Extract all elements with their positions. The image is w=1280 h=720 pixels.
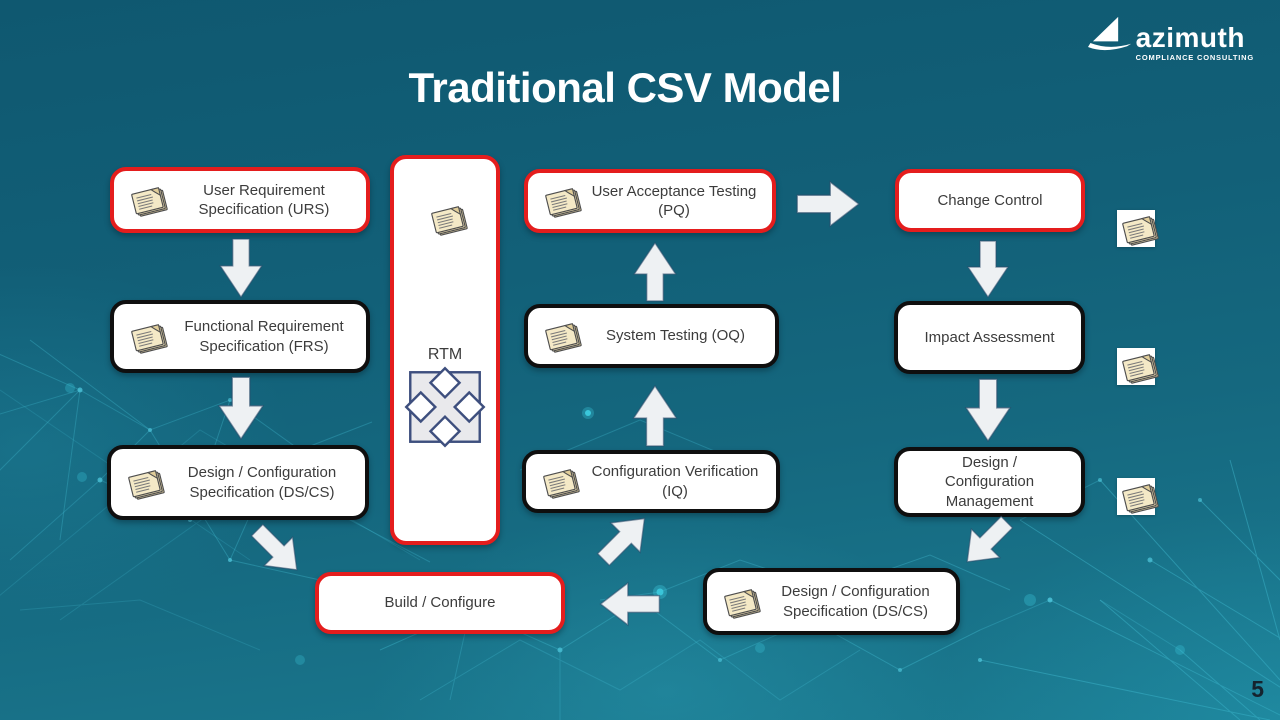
logo-tagline-text: COMPLIANCE CONSULTING <box>1135 52 1254 62</box>
box-build-configure: Build / Configure <box>315 572 565 634</box>
box-rtm-label: RTM <box>427 346 463 363</box>
document-icon <box>122 176 168 223</box>
side-document-tile <box>1117 478 1159 515</box>
arrow-iq-to-oq <box>632 384 678 447</box>
box-pq-label: User Acceptance Testing (PQ) <box>591 182 757 219</box>
box-dscs-right-label: Design / Configuration Specification (DS… <box>781 583 930 620</box>
document-icon <box>715 578 761 625</box>
sail-logo-icon <box>1087 12 1132 61</box>
box-urs-label: User Requirement Specification (URS) <box>198 181 330 218</box>
document-icon <box>422 195 468 242</box>
side-document-tile <box>1117 348 1159 385</box>
box-dscs-right: Design / Configuration Specification (DS… <box>703 568 960 635</box>
box-impact-assessment-label: Impact Assessment <box>924 328 1055 346</box>
arrow-frs-to-dscs <box>217 376 265 441</box>
document-icon <box>119 459 165 506</box>
document-icon <box>1113 205 1159 252</box>
arrow-urs-to-frs <box>218 238 264 299</box>
arrow-impact-to-dcm <box>964 378 1012 443</box>
box-change-control-label: Change Control <box>937 191 1043 209</box>
page-number: 5 <box>1251 676 1264 702</box>
box-frs-label: Functional Requirement Specification (FR… <box>184 318 344 355</box>
box-oq: System Testing (OQ) <box>524 304 779 368</box>
box-iq: Configuration Verification (IQ) <box>522 450 780 513</box>
arrow-change-control-to-impact <box>966 240 1010 299</box>
arrow-dscs-right-to-build <box>598 581 662 627</box>
arrow-dscs-to-build <box>242 515 311 584</box>
document-icon <box>536 312 582 359</box>
document-icon <box>122 313 168 360</box>
box-rtm: RTM <box>390 155 500 545</box>
page-title: Traditional CSV Model <box>408 64 842 111</box>
box-dscs-left: Design / Configuration Specification (DS… <box>107 445 369 520</box>
box-oq-label: System Testing (OQ) <box>606 327 745 345</box>
document-icon <box>1113 473 1159 520</box>
logo-brand-text: azimuth <box>1135 21 1245 53</box>
box-impact-assessment: Impact Assessment <box>894 301 1085 374</box>
company-logo: azimuth COMPLIANCE CONSULTING <box>1087 12 1254 62</box>
box-change-control: Change Control <box>895 169 1085 232</box>
side-document-tile <box>1117 210 1159 247</box>
box-iq-label: Configuration Verification (IQ) <box>591 463 759 500</box>
box-frs: Functional Requirement Specification (FR… <box>110 300 370 373</box>
box-design-config-mgmt: Design / Configuration Management <box>894 447 1085 517</box>
document-icon <box>534 458 580 505</box>
document-icon <box>1113 343 1159 390</box>
arrow-pq-to-change-control <box>796 180 861 228</box>
box-dscs-left-label: Design / Configuration Specification (DS… <box>187 464 337 501</box>
arrow-build-to-iq <box>589 504 660 575</box>
box-design-config-mgmt-label: Design / Configuration Management <box>944 454 1035 510</box>
box-pq: User Acceptance Testing (PQ) <box>524 169 776 233</box>
arrow-oq-to-pq <box>632 241 678 302</box>
quad-arrow-icon <box>403 365 487 454</box>
box-build-configure-label: Build / Configure <box>384 594 496 612</box>
document-icon <box>536 177 582 224</box>
arrow-dcm-to-dscs-right <box>952 507 1021 576</box>
box-urs: User Requirement Specification (URS) <box>110 167 370 233</box>
